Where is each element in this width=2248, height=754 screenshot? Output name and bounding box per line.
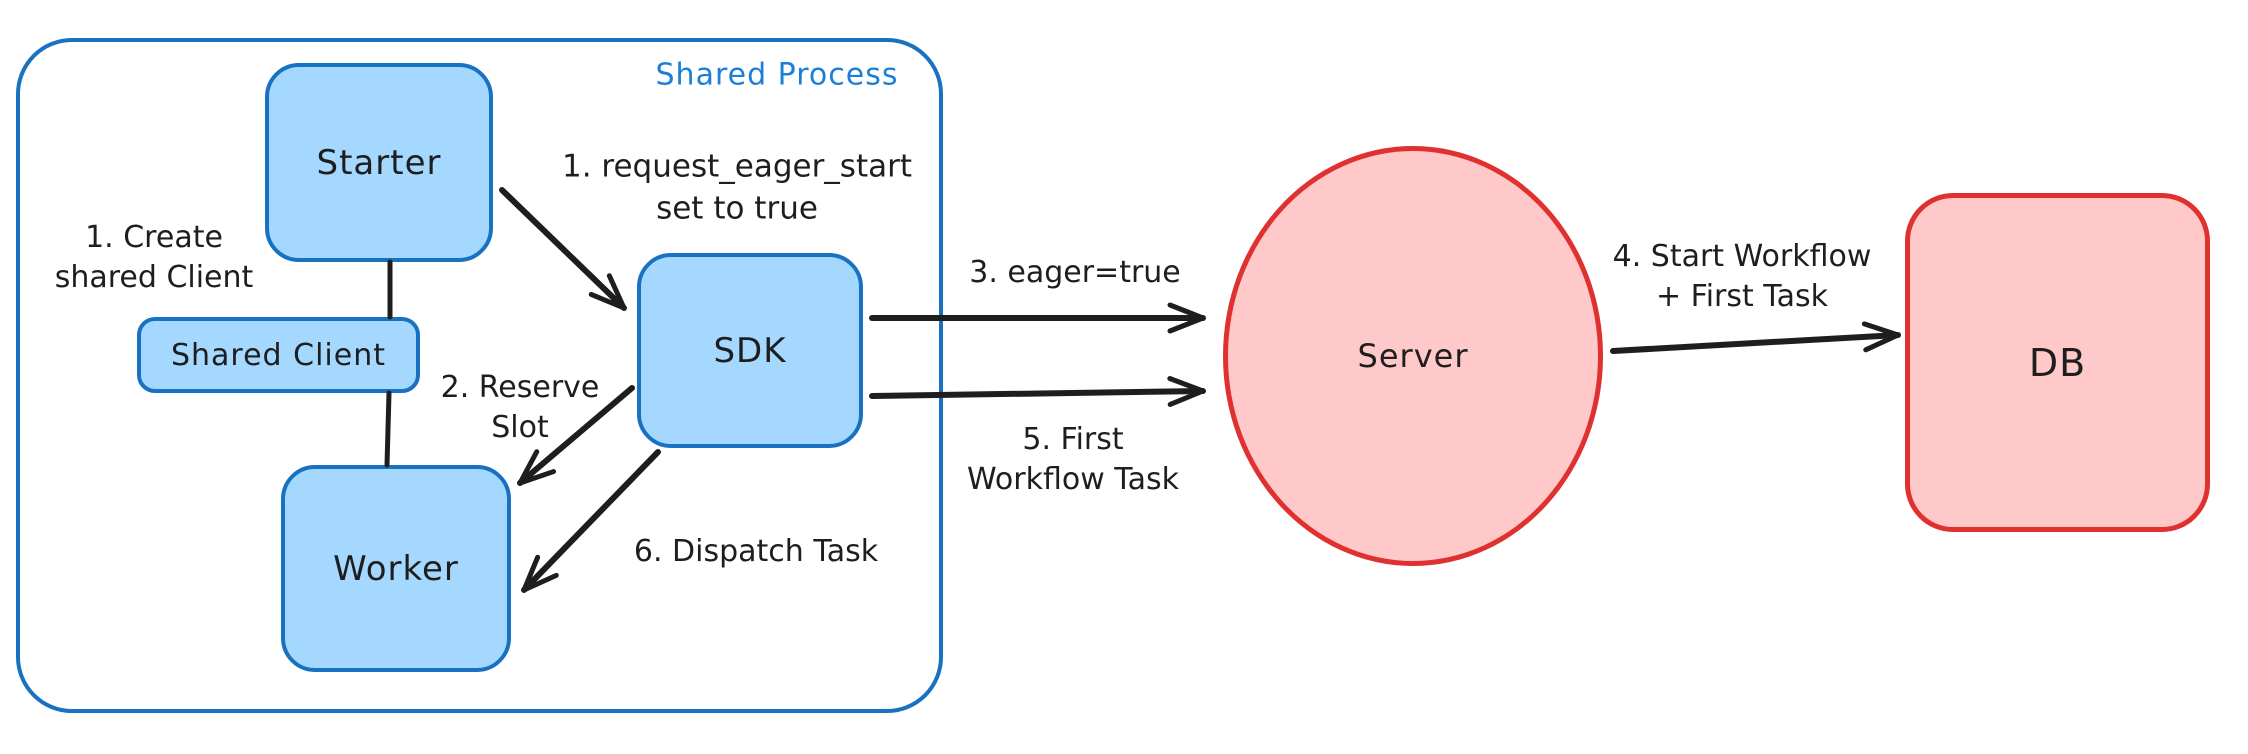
sdk-node: SDK: [637, 253, 863, 448]
db-label: DB: [2028, 340, 2087, 385]
server-node: Server: [1223, 146, 1603, 566]
worker-label: Worker: [333, 548, 459, 589]
starter-label: Starter: [316, 142, 442, 183]
annotation-dispatch-task: 6. Dispatch Task: [633, 533, 879, 569]
shared-client-node: Shared Client: [137, 317, 420, 393]
annotation-first-workflow-task: 5. First Workflow Task: [966, 421, 1180, 497]
annotation-request-eager-start: 1. request_eager_start set to true: [561, 148, 913, 226]
annotation-start-workflow: 4. Start Workflow + First Task: [1612, 238, 1872, 314]
annotation-create-shared-client: 1. Create shared Client: [54, 219, 254, 295]
shared-client-label: Shared Client: [170, 337, 386, 373]
shared-process-container: [16, 38, 943, 713]
server-label: Server: [1357, 337, 1469, 375]
arrow-server-db: [1610, 321, 1901, 354]
worker-node: Worker: [281, 465, 511, 672]
annotation-reserve-slot: 2. Reserve Slot: [440, 369, 600, 445]
sdk-label: SDK: [713, 330, 787, 371]
annotation-eager-true: 3. eager=true: [969, 254, 1181, 290]
db-node: DB: [1905, 193, 2210, 532]
starter-node: Starter: [265, 63, 493, 262]
shared-process-title: Shared Process: [655, 57, 899, 93]
